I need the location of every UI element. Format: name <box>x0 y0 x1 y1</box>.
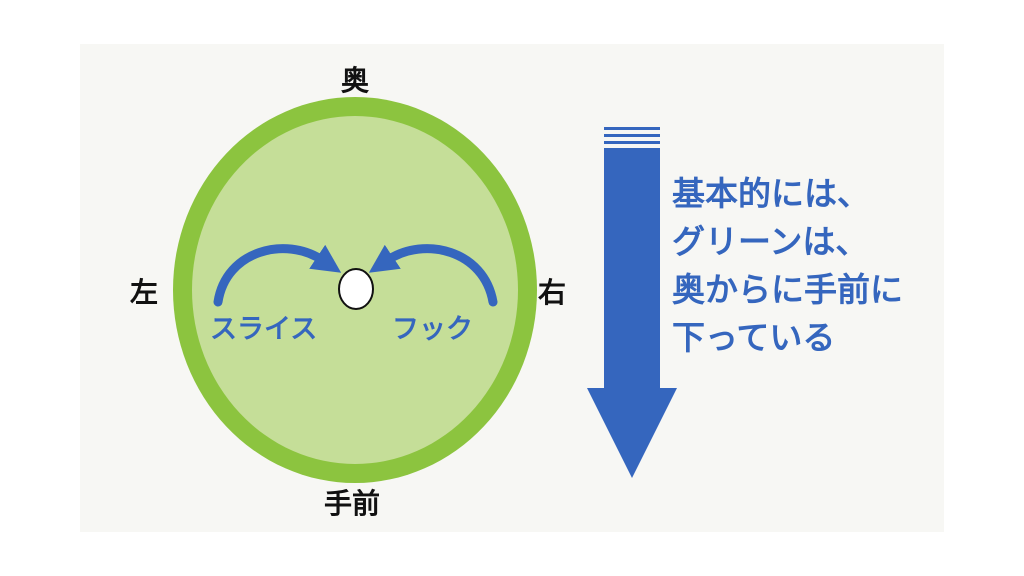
direction-label-left: 左 <box>130 276 159 309</box>
slope-note-line: 基本的には、 <box>672 174 870 213</box>
slope-note-line: 奥からに手前に <box>672 270 903 309</box>
hook-curve-arrow <box>368 244 498 307</box>
direction-label-front: 手前 <box>324 487 381 520</box>
arrow-shaft <box>604 148 660 388</box>
slope-note-line: グリーンは、 <box>672 222 869 261</box>
direction-label-right: 右 <box>538 276 567 309</box>
slope-note: 基本的には、 グリーンは、 奥からに手前に 下っている <box>672 170 903 362</box>
slope-note-line: 下っている <box>672 318 836 357</box>
arrow-stripe <box>604 127 660 130</box>
slice-curve-arrow <box>213 244 342 307</box>
downhill-arrow <box>587 127 677 478</box>
arrow-head <box>587 388 677 478</box>
hook-label: フック <box>392 314 473 345</box>
arrow-stripe <box>604 141 660 144</box>
slice-label: スライス <box>210 314 318 345</box>
direction-label-back: 奥 <box>341 64 370 97</box>
arrow-stripe <box>604 134 660 137</box>
hole-cup <box>338 268 374 310</box>
